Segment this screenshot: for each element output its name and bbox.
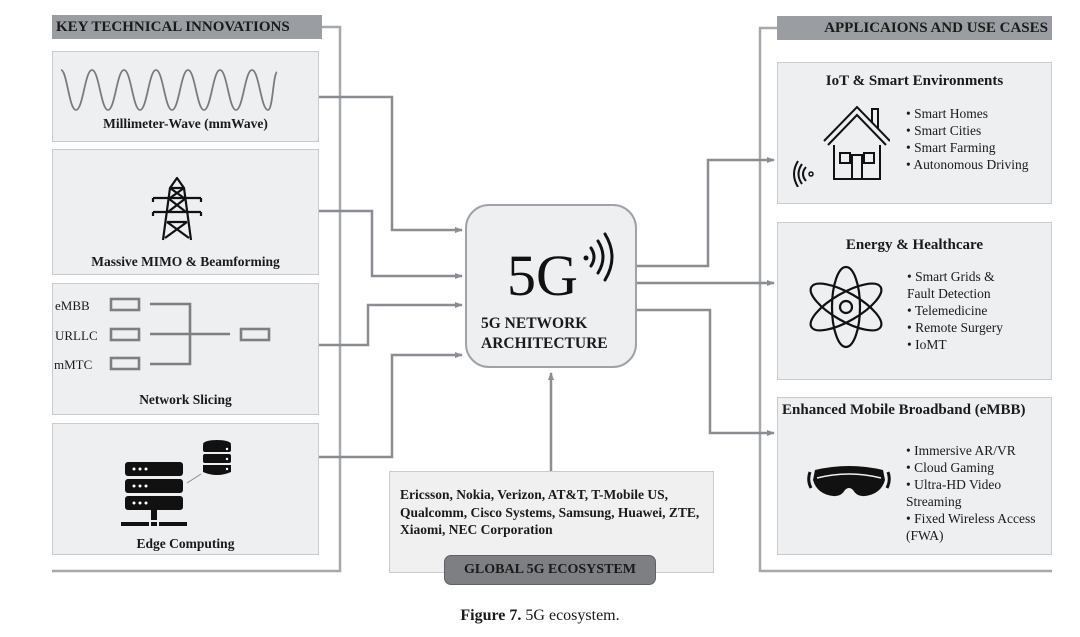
list-item: • Fixed Wireless Access xyxy=(906,511,1036,526)
smart-home-icon xyxy=(793,105,890,187)
arrow-edge-to-core xyxy=(318,352,463,459)
list-item: • Smart Homes xyxy=(906,106,988,121)
list-item: • IoMT xyxy=(907,337,947,352)
core-5g-architecture: 5G 5G NETWORK ARCHITECTURE xyxy=(465,204,637,368)
iot-use-case-list: • Smart Homes • Smart Cities • Smart Far… xyxy=(906,105,1028,173)
card-title: Energy & Healthcare xyxy=(845,237,984,253)
arrow-mimo-to-core xyxy=(318,209,463,279)
atom-icon xyxy=(809,265,883,349)
slice-label-mmtc: mMTC xyxy=(54,357,93,372)
arrow-core-to-iot xyxy=(637,157,775,268)
sine-wave-icon xyxy=(60,69,278,111)
card-title: IoT & Smart Environments xyxy=(825,73,1004,89)
figure-caption: Figure 7. 5G ecosystem. xyxy=(0,607,1080,625)
card-label: Edge Computing xyxy=(136,536,235,551)
list-item: (FWA) xyxy=(906,528,944,543)
list-item: • Smart Farming xyxy=(906,140,996,155)
list-item: • Autonomous Driving xyxy=(906,157,1029,172)
caption-prefix: Figure 7. xyxy=(460,607,522,624)
ecosystem-companies: Ericsson, Nokia, Verizon, AT&T, T-Mobile… xyxy=(400,487,700,537)
key-innovations-header: KEY TECHNICAL INNOVATIONS xyxy=(52,15,322,39)
slice-label-embb: eMBB xyxy=(55,298,90,313)
card-label: Network Slicing xyxy=(139,392,232,407)
applications-header: APPLICAIONS AND USE CASES xyxy=(777,16,1052,40)
list-item: • Remote Surgery xyxy=(907,320,1003,335)
energy-use-case-list: • Smart Grids & Fault Detection • Teleme… xyxy=(907,268,1003,353)
list-item: • Ultra-HD Video xyxy=(906,477,1002,492)
card-mmwave: Millimeter-Wave (mmWave) xyxy=(52,51,319,142)
card-massive-mimo: Massive MIMO & Beamforming xyxy=(52,149,319,275)
right-section-bracket xyxy=(758,26,1052,573)
core-label-line2: ARCHITECTURE xyxy=(481,335,608,352)
caption-text: 5G ecosystem. xyxy=(521,607,620,624)
slice-label-urllc: URLLC xyxy=(55,328,98,343)
5g-logo-text: 5G xyxy=(507,243,578,308)
core-label-line1: 5G NETWORK xyxy=(481,315,588,332)
card-label: Millimeter-Wave (mmWave) xyxy=(103,116,268,131)
list-item: • Telemedicine xyxy=(907,303,988,318)
network-slicing-icon xyxy=(109,297,271,371)
left-section-bracket xyxy=(52,25,342,573)
card-energy-healthcare: Energy & Healthcare • Smart Grids & Faul… xyxy=(777,222,1052,380)
list-item: • Smart Grids & xyxy=(907,269,995,284)
card-label: Massive MIMO & Beamforming xyxy=(91,254,280,269)
wireless-signal-icon xyxy=(583,232,614,282)
list-item: • Cloud Gaming xyxy=(906,460,994,475)
card-iot-smart-environments: IoT & Smart Environments • Smart Homes •… xyxy=(777,62,1052,204)
arrow-core-to-embb xyxy=(637,308,775,436)
list-item: • Smart Cities xyxy=(906,123,982,138)
arrow-mmwave-to-core xyxy=(318,95,463,233)
card-title: Enhanced Mobile Broadband (eMBB) xyxy=(782,402,1026,418)
core-label: 5G NETWORK ARCHITECTURE xyxy=(481,314,608,354)
list-item: • Immersive AR/VR xyxy=(906,443,1016,458)
embb-use-case-list: • Immersive AR/VR • Cloud Gaming • Ultra… xyxy=(906,442,1036,544)
list-item: Streaming xyxy=(906,494,962,509)
card-network-slicing: eMBB URLLC mMTC Network Slicing xyxy=(52,283,319,415)
card-enhanced-mobile-broadband: Enhanced Mobile Broadband (eMBB) • Immer… xyxy=(777,397,1052,555)
vr-headset-icon xyxy=(807,466,891,497)
server-database-icon xyxy=(121,440,231,526)
card-edge-computing: Edge Computing xyxy=(52,423,319,555)
ecosystem-badge: GLOBAL 5G ECOSYSTEM xyxy=(444,555,656,585)
transmission-tower-icon xyxy=(151,176,203,241)
list-item: Fault Detection xyxy=(907,286,991,301)
arrow-slicing-to-core xyxy=(318,302,463,347)
